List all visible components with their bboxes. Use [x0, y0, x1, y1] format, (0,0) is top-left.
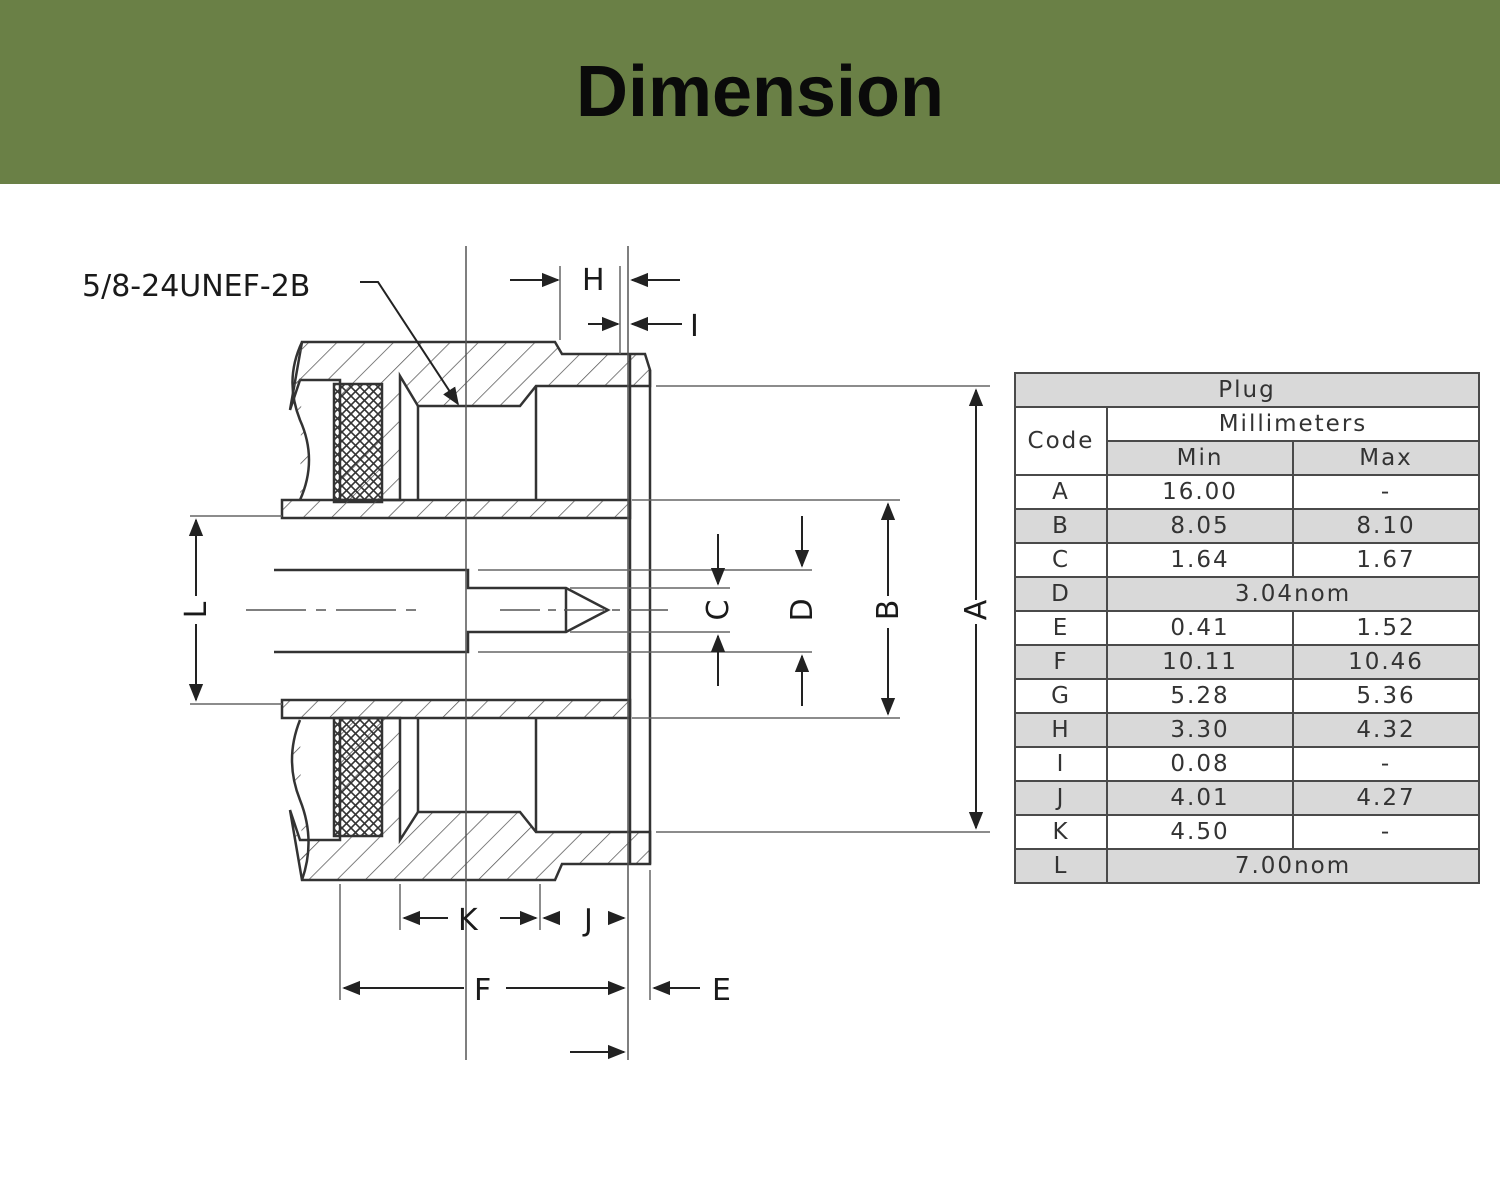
table-unit-row: Code Millimeters: [1014, 406, 1480, 476]
dim-label-k: K: [458, 903, 479, 938]
min-cell: 5.28: [1106, 678, 1294, 714]
max-header: Max: [1292, 440, 1480, 476]
code-cell: H: [1014, 712, 1108, 748]
code-cell: E: [1014, 610, 1108, 646]
min-header: Min: [1106, 440, 1294, 476]
code-cell: A: [1014, 474, 1108, 510]
code-cell: K: [1014, 814, 1108, 850]
dim-label-e: E: [712, 973, 731, 1008]
code-cell: F: [1014, 644, 1108, 680]
max-cell: 4.27: [1292, 780, 1480, 816]
dim-label-a: A: [959, 599, 994, 620]
connector-body: [274, 340, 652, 882]
header-banner: Dimension: [0, 0, 1500, 184]
max-cell: -: [1292, 746, 1480, 782]
dim-label-c: C: [701, 600, 736, 621]
table-minmax-row: Min Max: [1015, 440, 1480, 476]
code-cell: G: [1014, 678, 1108, 714]
dim-label-j: J: [582, 903, 593, 938]
max-cell: 8.10: [1292, 508, 1480, 544]
max-cell: 4.32: [1292, 712, 1480, 748]
max-cell: -: [1292, 814, 1480, 850]
min-cell: 1.64: [1106, 542, 1294, 578]
min-cell: 10.11: [1106, 644, 1294, 680]
code-cell: B: [1014, 508, 1108, 544]
min-cell: 0.08: [1106, 746, 1294, 782]
min-cell: 3.30: [1106, 712, 1294, 748]
max-cell: 5.36: [1292, 678, 1480, 714]
center-lines: [246, 246, 668, 1060]
max-cell: 10.46: [1292, 644, 1480, 680]
code-cell: J: [1014, 780, 1108, 816]
min-cell: 16.00: [1106, 474, 1294, 510]
thread-spec-label: 5/8-24UNEF-2B: [82, 269, 310, 304]
extension-lines: [190, 266, 990, 1000]
nominal-cell: 3.04nom: [1106, 576, 1480, 612]
dim-label-i: I: [690, 309, 699, 344]
dim-label-d: D: [785, 598, 820, 621]
dim-label-f: F: [474, 973, 491, 1008]
min-cell: 4.50: [1106, 814, 1294, 850]
code-cell: L: [1014, 848, 1108, 884]
min-cell: 8.05: [1106, 508, 1294, 544]
dim-label-l: L: [179, 601, 214, 618]
min-cell: 4.01: [1106, 780, 1294, 816]
min-cell: 0.41: [1106, 610, 1294, 646]
unit-header: Millimeters: [1106, 406, 1480, 442]
nominal-cell: 7.00nom: [1106, 848, 1480, 884]
table-title: Plug: [1014, 372, 1480, 408]
max-cell: 1.52: [1292, 610, 1480, 646]
dim-label-h: H: [582, 263, 605, 298]
dimension-arrows: [188, 272, 984, 1060]
dim-label-b: B: [871, 600, 906, 621]
max-cell: 1.67: [1292, 542, 1480, 578]
table-title-row: Plug: [1014, 372, 1480, 408]
code-cell: C: [1014, 542, 1108, 578]
page-title: Dimension: [575, 52, 945, 132]
code-cell: D: [1014, 576, 1108, 612]
code-cell: I: [1014, 746, 1108, 782]
code-header: Code: [1014, 406, 1108, 476]
max-cell: -: [1292, 474, 1480, 510]
connector-dimension-drawing: 5/8-24UNEF-2B H I L C D B A K J F E: [82, 246, 994, 1060]
